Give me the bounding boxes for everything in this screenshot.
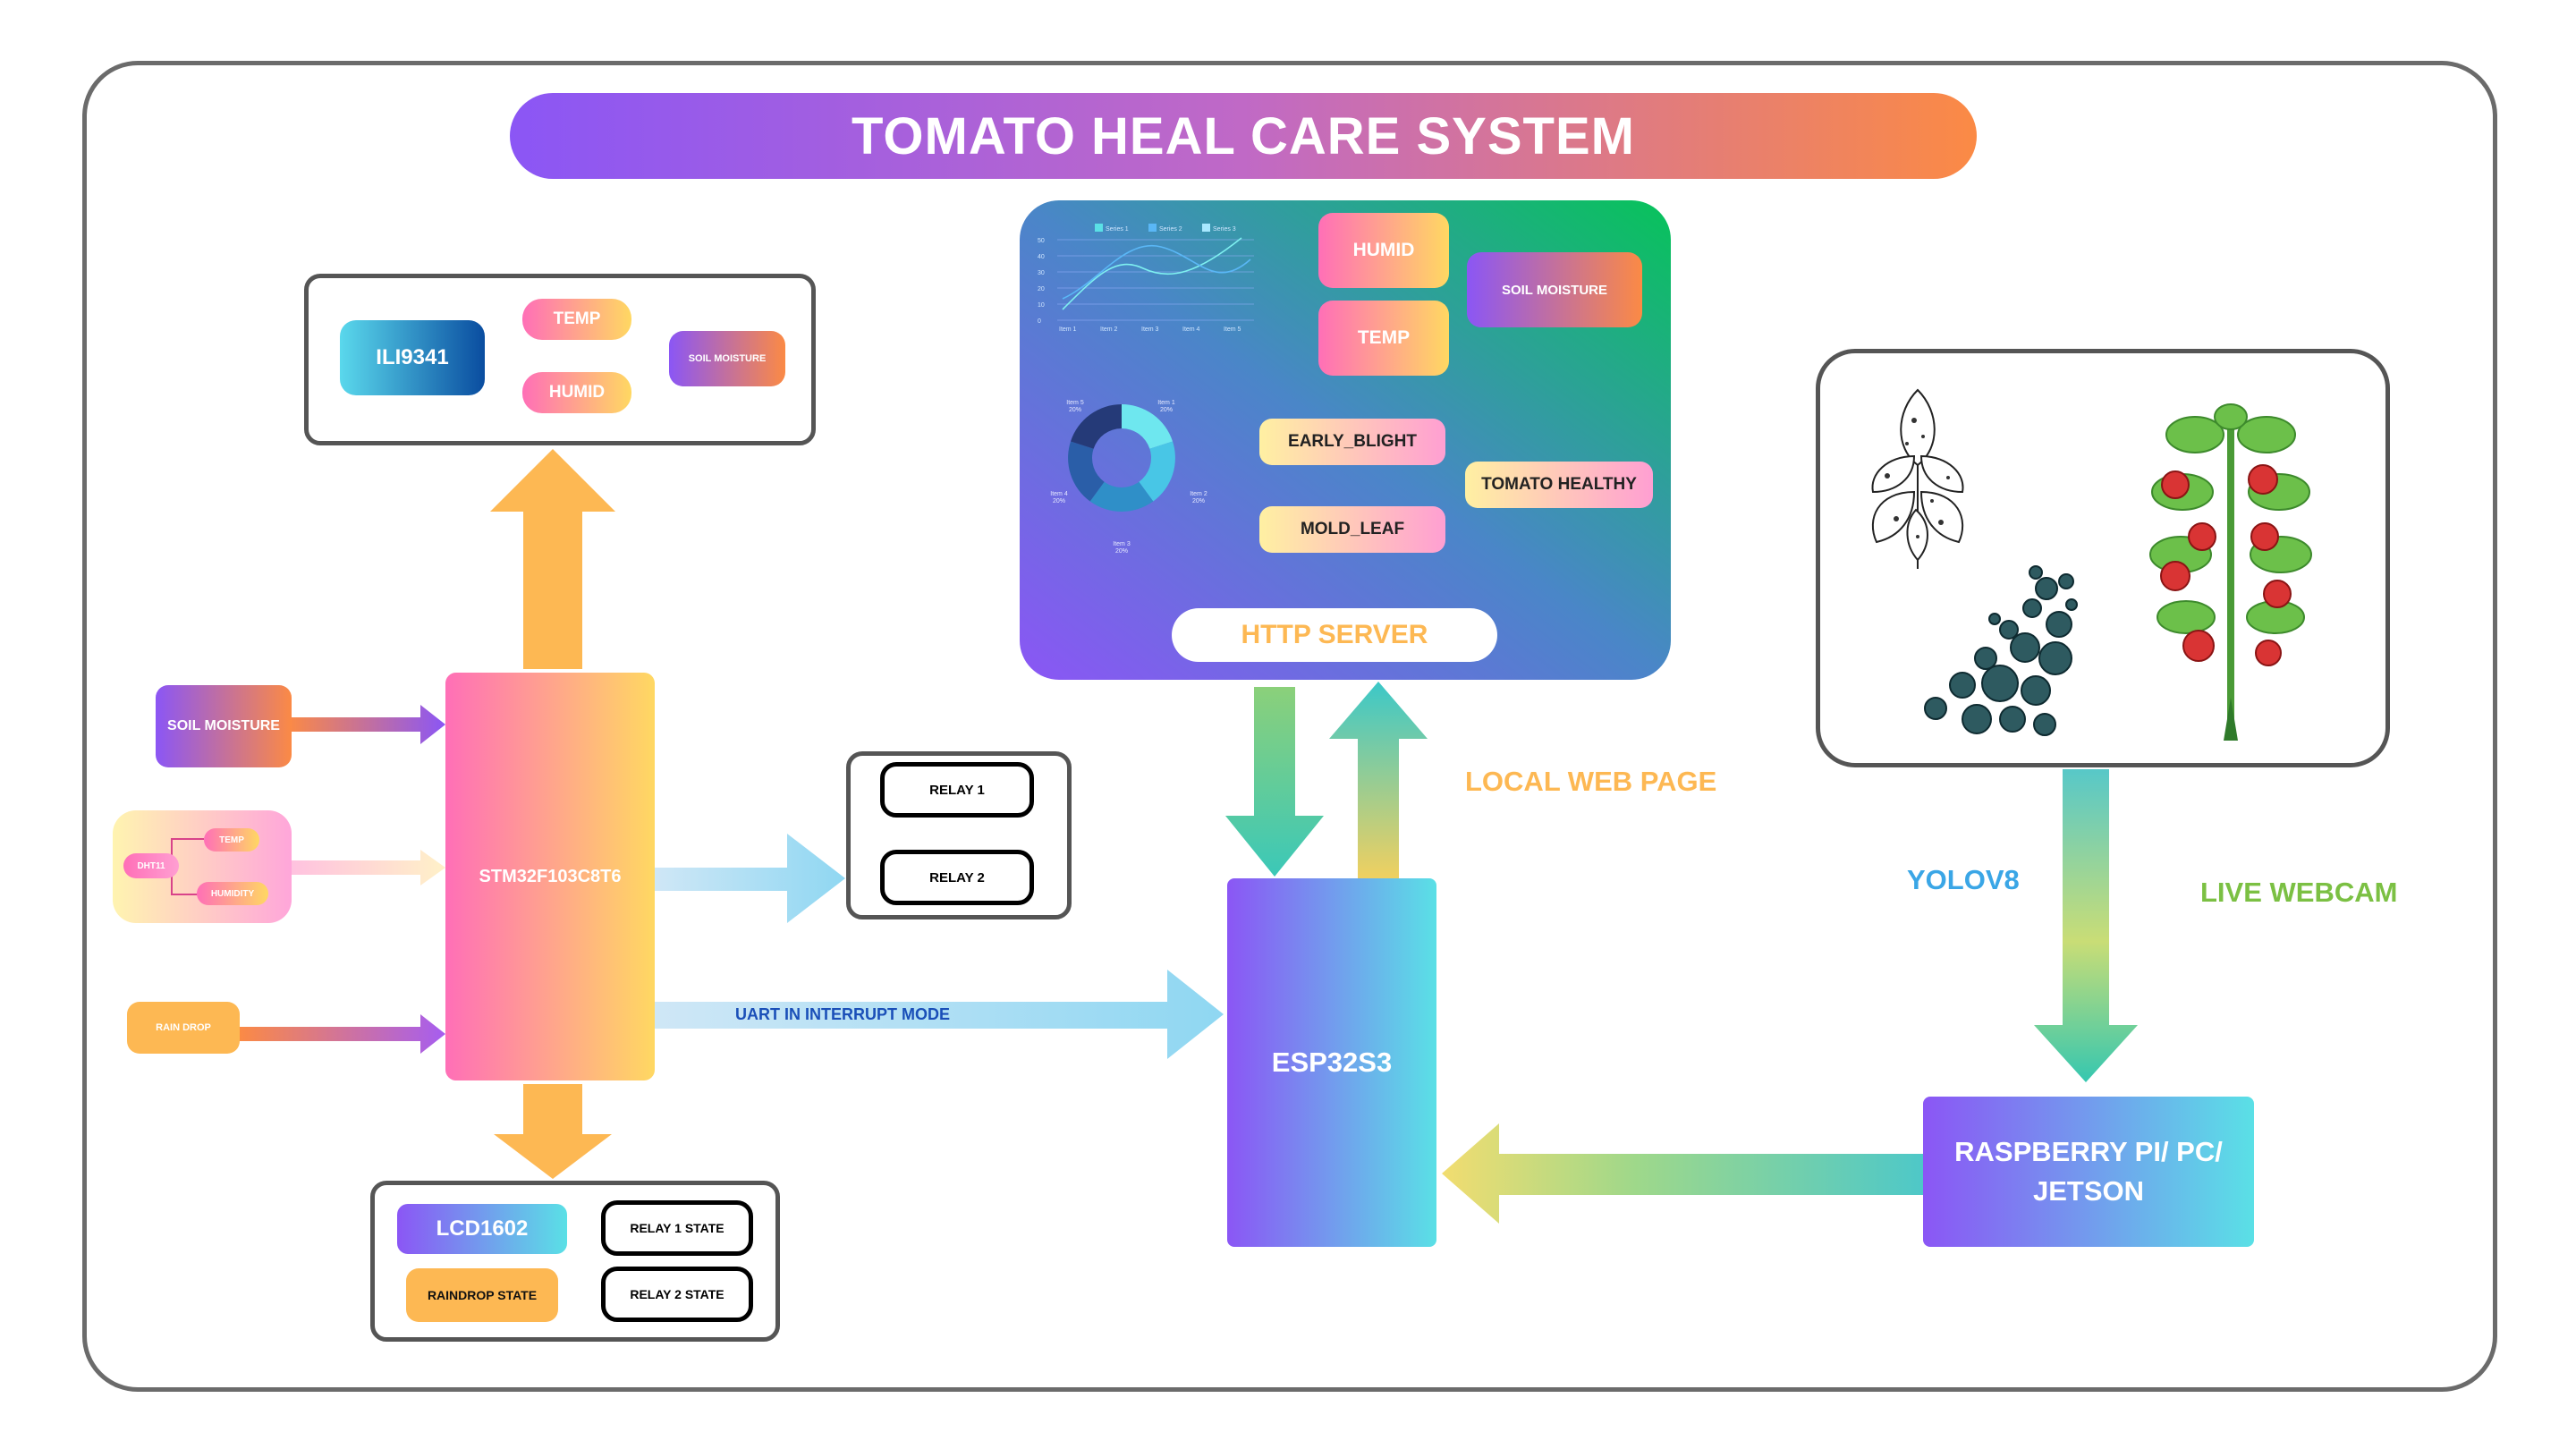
camera-image [1871, 388, 2312, 741]
stm32-mcu-block: STM32F103C8T6 [445, 673, 655, 1080]
mold-leaf-block: MOLD_LEAF [1259, 506, 1445, 553]
y-tick-0: 0 [1038, 318, 1041, 325]
donut-pct-3: 20% [1115, 548, 1128, 555]
donut-pct-5: 20% [1069, 407, 1081, 413]
rain-drop-sensor: RAIN DROP [127, 1002, 240, 1054]
line-series-1 [1062, 237, 1242, 310]
diseased-leaf-icon [1871, 388, 1964, 569]
tomato-plant-icon [2149, 403, 2312, 741]
arrow-uart-to-esp [655, 970, 1224, 1059]
diagram-frame [82, 61, 2497, 1392]
x-tick-3: Item 3 [1141, 326, 1159, 333]
donut-slice-2 [1139, 441, 1175, 502]
server-soil-block: SOIL MOISTURE [1467, 252, 1642, 327]
donut-label-3: Item 3 [1113, 541, 1131, 547]
display-soil-block: SOIL MOISTURE [669, 331, 785, 386]
relay-1-block: RELAY 1 [880, 762, 1034, 818]
legend-series-3: Series 3 [1213, 226, 1236, 233]
arrow-mcu-to-display [490, 449, 615, 669]
x-tick-2: Item 2 [1100, 326, 1118, 333]
relay-2-block: RELAY 2 [880, 850, 1034, 905]
uart-label: UART IN INTERRUPT MODE [735, 1005, 950, 1023]
arrow-camera-to-host [2034, 769, 2138, 1082]
donut-pct-1: 20% [1160, 407, 1173, 413]
x-tick-4: Item 4 [1182, 326, 1200, 333]
live-webcam-label: LIVE WEBCAM [2200, 877, 2398, 908]
arrow-host-to-esp [1442, 1123, 1923, 1224]
arrow-mcu-to-lcd [494, 1084, 612, 1179]
line-series-2 [1062, 244, 1251, 300]
dht11-temp-label: TEMP [204, 828, 259, 852]
tomato-healthy-block: TOMATO HEALTHY [1465, 462, 1653, 508]
y-tick-40: 40 [1038, 254, 1045, 260]
y-tick-10: 10 [1038, 302, 1045, 309]
arrow-mcu-to-relay [655, 834, 845, 923]
y-tick-50: 50 [1038, 238, 1045, 244]
host-computer-block: RASPBERRY PI/ PC/ JETSON [1923, 1097, 2254, 1247]
donut-slice-1 [1122, 404, 1173, 449]
legend-series-1: Series 1 [1106, 226, 1129, 233]
donut-label-2: Item 2 [1190, 491, 1208, 497]
http-server-block: HTTP SERVER [1172, 608, 1497, 662]
server-donut-chart: Item 1 20% Item 2 20% Item 3 20% Item 4 … [1050, 400, 1208, 555]
arrow-esp-to-server [1329, 682, 1428, 878]
dht11-humidity-label: HUMIDITY [197, 882, 268, 905]
lcd1602-block: LCD1602 [397, 1204, 567, 1254]
donut-pct-4: 20% [1053, 498, 1065, 504]
arrow-server-to-esp [1225, 687, 1324, 877]
arrow-rain-to-mcu [240, 1014, 445, 1054]
donut-slice-4 [1068, 441, 1105, 502]
donut-slice-5 [1071, 404, 1122, 449]
diagram-title: TOMATO HEAL CARE SYSTEM [510, 93, 1977, 179]
dht11-label: DHT11 [123, 853, 179, 878]
y-tick-20: 20 [1038, 286, 1045, 292]
soil-moisture-sensor: SOIL MOISTURE [156, 685, 292, 767]
arrow-soil-to-mcu [288, 705, 445, 744]
donut-label-5: Item 5 [1066, 400, 1084, 406]
donut-label-4: Item 4 [1050, 491, 1068, 497]
x-tick-1: Item 1 [1059, 326, 1077, 333]
server-temp-block: TEMP [1318, 301, 1449, 376]
arrow-dht-to-mcu [288, 850, 445, 886]
donut-pct-2: 20% [1192, 498, 1205, 504]
server-humid-block: HUMID [1318, 213, 1449, 288]
relay-2-state-block: RELAY 2 STATE [601, 1267, 753, 1322]
mold-spots-icon [1924, 565, 2078, 736]
yolov8-label: YOLOV8 [1907, 864, 2020, 895]
raindrop-state-block: RAINDROP STATE [406, 1268, 558, 1322]
ili9341-block: ILI9341 [340, 320, 485, 395]
display-temp-block: TEMP [522, 299, 631, 340]
legend-series-2: Series 2 [1159, 226, 1182, 233]
donut-slice-3 [1089, 481, 1154, 512]
display-humid-block: HUMID [522, 372, 631, 413]
server-line-chart: Series 1 Series 2 Series 3 50 40 30 20 1… [1038, 224, 1254, 333]
early-blight-block: EARLY_BLIGHT [1259, 419, 1445, 465]
y-tick-30: 30 [1038, 270, 1045, 276]
x-tick-5: Item 5 [1224, 326, 1241, 333]
local-web-page-label: LOCAL WEB PAGE [1465, 766, 1717, 797]
esp32s3-block: ESP32S3 [1227, 878, 1436, 1247]
donut-label-1: Item 1 [1157, 400, 1175, 406]
relay-1-state-block: RELAY 1 STATE [601, 1200, 753, 1256]
